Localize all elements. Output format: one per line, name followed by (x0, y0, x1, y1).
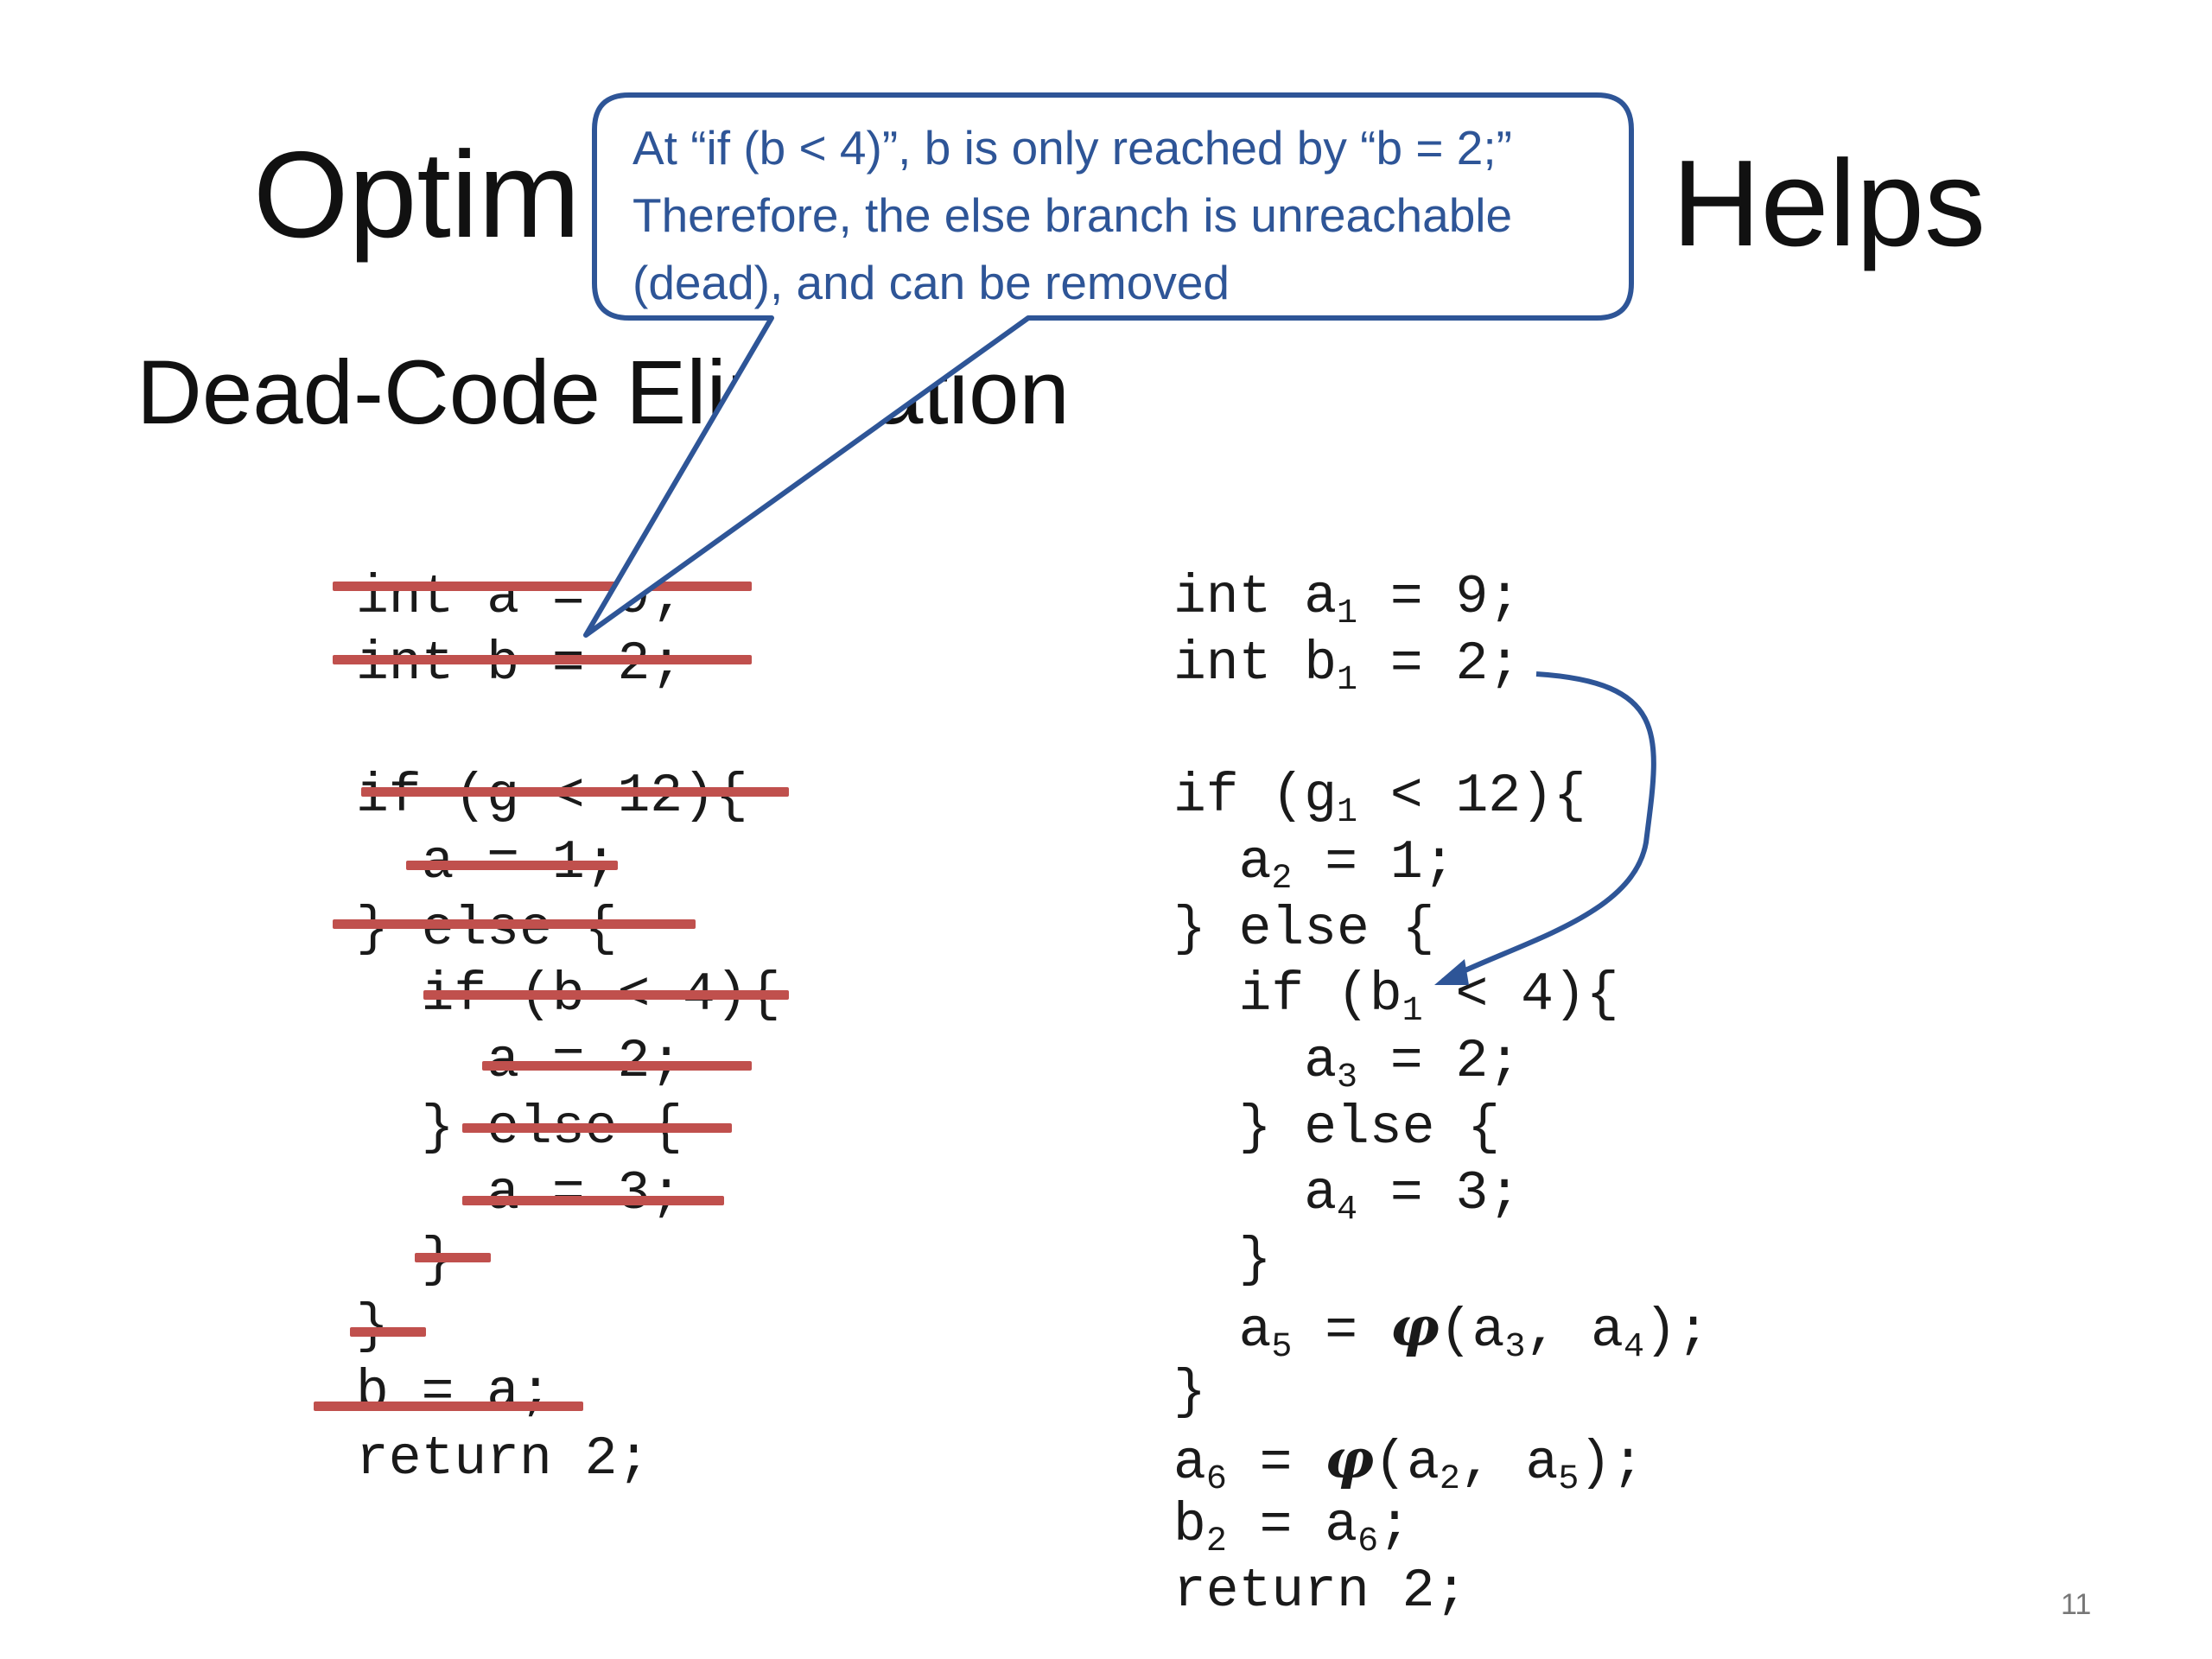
right-code-line: a3 = 2; (1173, 1031, 1522, 1097)
right-code-line: a2 = 1; (1173, 832, 1456, 899)
strike-line (314, 1402, 583, 1411)
strike-line (482, 1061, 752, 1071)
right-code-line: a6 = φ(a2, a5); (1173, 1427, 1644, 1499)
strike-line (415, 1253, 491, 1262)
right-code-line: if (b1 < 4){ (1173, 964, 1619, 1031)
right-code-block: int a1 = 9; int b1 = 2; if (g1 < 12){ a2… (1173, 0, 1710, 1618)
right-code-line: } else { (1173, 899, 1435, 960)
callout-text: At “if (b < 4)”, b is only reached by “b… (632, 114, 1512, 316)
right-code-line: } (1173, 1230, 1272, 1291)
left-code-line: return 2; (356, 1428, 651, 1490)
right-code-line: return 2; (1173, 1560, 1468, 1622)
strike-line (361, 787, 789, 797)
dataflow-arrow (1441, 671, 1656, 983)
page-number: 11 (2061, 1588, 2092, 1621)
strike-line (406, 861, 618, 870)
phi-symbol: φ (1389, 1294, 1440, 1358)
strike-line (333, 655, 752, 664)
callout-line: (dead), and can be removed (632, 256, 1230, 309)
callout-bubble (583, 92, 1634, 638)
right-code-line: int b1 = 2; (1173, 633, 1522, 700)
right-code-line: b2 = a6; (1173, 1495, 1411, 1561)
left-code-line: } else { (356, 899, 618, 960)
right-code-line: a5 = φ(a3, a4); (1173, 1294, 1710, 1367)
strike-line (462, 1123, 732, 1133)
arrowhead-icon (1434, 959, 1469, 985)
strike-line (333, 582, 752, 591)
strike-line (350, 1327, 426, 1337)
right-code-line: int a1 = 9; (1173, 567, 1522, 633)
right-code-line: } else { (1173, 1097, 1501, 1159)
callout-line: At “if (b < 4)”, b is only reached by “b… (632, 121, 1512, 175)
slide-title-left: Optim (253, 126, 581, 264)
strike-line (462, 1196, 724, 1205)
slide-title-right: Helps (1672, 135, 1986, 272)
strike-line (333, 919, 696, 929)
right-code-line: if (g1 < 12){ (1173, 766, 1586, 832)
left-code-line: a = 3; (356, 1163, 683, 1224)
callout-line: Therefore, the else branch is unreachabl… (632, 188, 1513, 242)
phi-symbol: φ (1325, 1427, 1375, 1491)
strike-line (423, 990, 789, 1000)
right-code-line: a4 = 3; (1173, 1163, 1522, 1230)
left-code-line: } (356, 1300, 389, 1354)
right-code-line: } (1173, 1362, 1206, 1423)
